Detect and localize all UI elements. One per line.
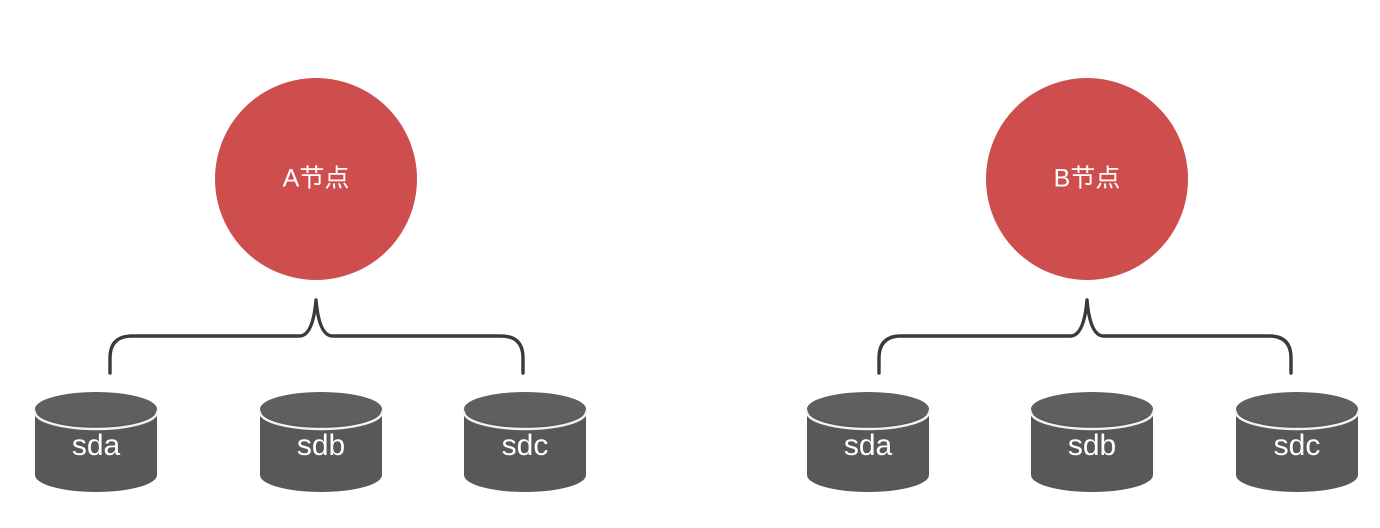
cylinder-top <box>1236 392 1358 426</box>
database-cylinder[interactable]: sdc <box>1234 392 1360 492</box>
node-circle[interactable] <box>215 78 417 280</box>
cylinder-label: sda <box>72 429 121 462</box>
cylinder-label: sdc <box>502 429 549 462</box>
database-cylinder[interactable]: sda <box>33 392 159 492</box>
cylinder-label: sdc <box>1274 429 1321 462</box>
cylinder-body <box>1031 409 1153 492</box>
cylinder-top <box>1031 392 1153 426</box>
node-label: B节点 <box>1054 165 1121 193</box>
cylinder-body <box>464 409 586 492</box>
cylinder-body <box>807 409 929 492</box>
brace-connector <box>877 298 1293 375</box>
database-cylinder[interactable]: sdc <box>462 392 588 492</box>
cylinder-label: sda <box>844 429 893 462</box>
cylinder-top <box>464 392 586 426</box>
cylinder-label: sdb <box>1068 429 1116 462</box>
brace-connector <box>108 298 525 375</box>
database-cylinder[interactable]: sda <box>805 392 931 492</box>
cylinder-top <box>35 392 157 426</box>
node-circle[interactable] <box>986 78 1188 280</box>
node-group-b: B节点 sda sdb sdc <box>805 78 1360 492</box>
cylinder-top <box>260 392 382 426</box>
cylinder-top <box>807 392 929 426</box>
node-group-a: A节点 sda sdb sdc <box>33 78 588 492</box>
cylinder-body <box>260 409 382 492</box>
cylinder-label: sdb <box>297 429 345 462</box>
database-cylinder[interactable]: sdb <box>1029 392 1155 492</box>
database-cylinder[interactable]: sdb <box>258 392 384 492</box>
cylinder-body <box>35 409 157 492</box>
cylinder-body <box>1236 409 1358 492</box>
node-label: A节点 <box>283 165 350 193</box>
